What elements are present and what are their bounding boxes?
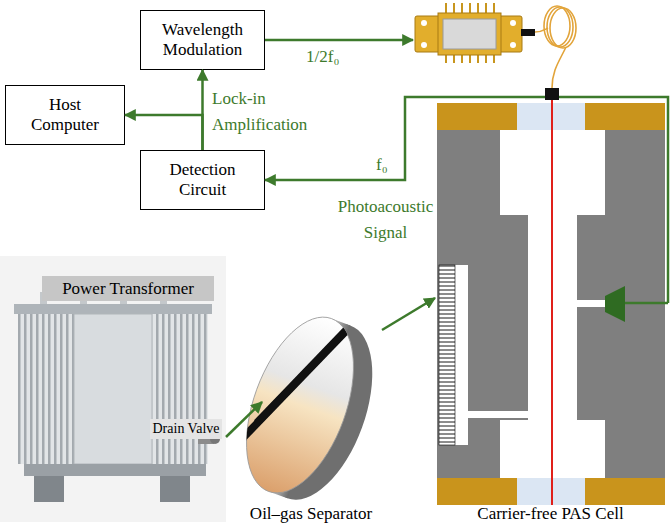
connector-arrow — [201, 70, 204, 150]
end-cap — [585, 478, 665, 505]
illustration-frame: Oil–gas Separator — [240, 305, 382, 525]
support-leg — [34, 476, 64, 502]
mount-hole — [421, 20, 427, 26]
process-box: Wavelength Modulation — [140, 10, 265, 70]
illustration-frame: Power TransformerDrain Valve — [0, 256, 226, 522]
microphone-wire — [625, 302, 668, 305]
transformer-photo — [0, 256, 226, 522]
mount-hole — [510, 20, 516, 26]
caption-label: Carrier-free PAS Cell — [433, 504, 668, 524]
fiber-coil — [535, 6, 576, 88]
caption-label: Oil–gas Separator — [220, 504, 402, 524]
box-label: Host Computer — [19, 95, 111, 136]
tank-lid — [14, 304, 212, 314]
connector-arrow — [226, 402, 262, 437]
end-cap — [585, 103, 665, 130]
connector-arrow — [265, 97, 668, 303]
slit — [253, 229, 415, 456]
laser-lid — [443, 19, 496, 49]
laser-beam — [551, 94, 553, 505]
separation-membrane — [439, 265, 455, 445]
end-cap — [437, 478, 517, 505]
signal-label: Photoacoustic Signal — [328, 194, 443, 245]
box-label: Wavelength Modulation — [157, 20, 249, 61]
illustration-frame: Carrier-free PAS Cell — [433, 100, 668, 525]
pas-cell — [437, 94, 668, 505]
box-label: Detection Circuit — [157, 160, 249, 201]
fiber-loop — [544, 6, 570, 46]
edge-label: Lock-in Amplification — [212, 86, 322, 137]
fiber-pigtail — [521, 29, 535, 36]
microphone — [605, 286, 625, 322]
caption-label: Power Transformer — [42, 276, 214, 301]
modulation-wire — [265, 39, 413, 42]
fiber-connector — [545, 88, 559, 100]
tank-body — [74, 314, 152, 464]
mount-hole — [421, 42, 427, 48]
radiator — [18, 314, 74, 464]
connector-arrow — [125, 115, 203, 150]
fiber-lead — [535, 28, 548, 32]
fiber-loop — [550, 8, 576, 48]
gas-channel — [455, 411, 528, 418]
process-box: Host Computer — [5, 85, 125, 145]
fiber-loop — [547, 7, 573, 47]
base-rail — [24, 464, 206, 476]
microphone-channel — [577, 300, 607, 307]
fiber-lead — [552, 47, 566, 88]
laser-housing — [438, 13, 501, 55]
edge-label: f₀ — [376, 152, 406, 178]
end-cap — [437, 103, 517, 130]
disk-slits — [222, 223, 415, 495]
laser-flange — [415, 16, 522, 52]
process-box: Detection Circuit — [140, 150, 265, 210]
photo-background — [0, 256, 226, 522]
signal-label: 1/2f₀ — [306, 44, 376, 70]
disk-face — [225, 303, 374, 507]
connector-arrow — [382, 298, 435, 330]
caption-label: Drain Valve — [150, 419, 222, 439]
support-leg — [160, 476, 190, 502]
mount-hole — [510, 42, 516, 48]
separator-disk — [216, 223, 421, 514]
laser-module — [415, 3, 535, 63]
